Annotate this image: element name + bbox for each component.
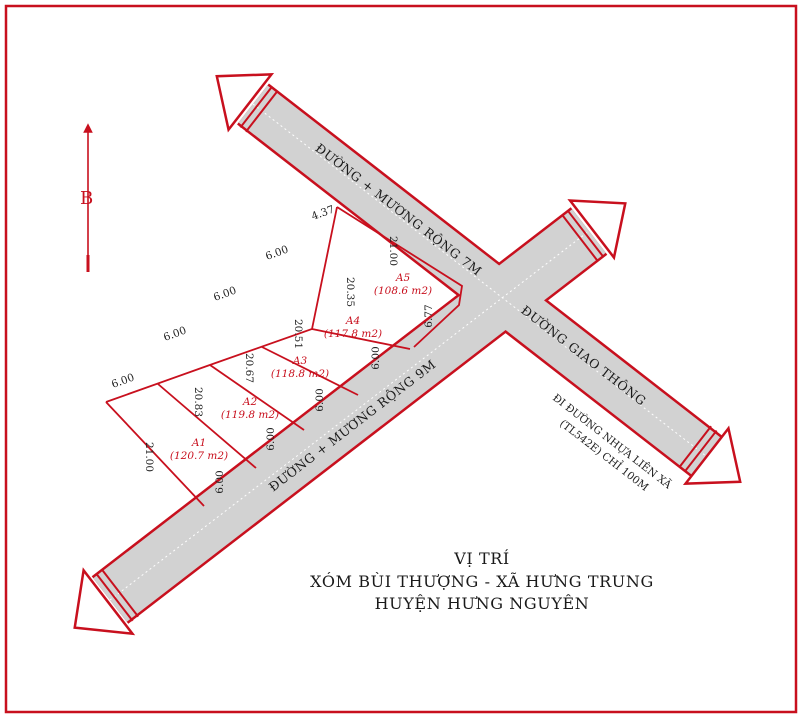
lot-a3-area: (118.8 m2) <box>271 368 329 380</box>
front-edge-dimension-1: 6.00 <box>214 470 226 493</box>
front-edge-dimension-4: 6.00 <box>370 346 382 369</box>
road-end-arrow-nw <box>215 73 279 133</box>
lot-a4-area: (117.8 m2) <box>324 328 382 340</box>
lot-a5-name: A5 <box>395 272 411 284</box>
lot-a4-name: A4 <box>345 315 360 327</box>
roads-fill <box>93 85 721 622</box>
road-end-arrow-ne <box>562 199 627 261</box>
road-end-arrow-sw <box>73 567 139 636</box>
top-edge-dimension-3: 6.00 <box>212 285 238 304</box>
lot-a2-area: (119.8 m2) <box>221 409 279 421</box>
road-end-arrow-se <box>678 425 742 485</box>
lot-a1-name: A1 <box>191 437 206 449</box>
page-border <box>4 4 798 714</box>
top-edge-dimension-4: 6.00 <box>264 244 290 263</box>
lot-a4-depth: 20.35 <box>344 277 356 307</box>
lot-boundaries <box>105 206 463 507</box>
lot-a3-depth: 20.51 <box>292 319 304 349</box>
lot-a2-name: A2 <box>242 396 258 408</box>
lot-a3-name: A3 <box>292 355 308 367</box>
top-edge-dimension-1: 6.00 <box>110 372 136 391</box>
front-edge-dimension-2: 6.00 <box>265 427 277 450</box>
title-line-2: XÓM BÙI THƯỢNG - XÃ HƯNG TRUNG <box>310 571 654 591</box>
lot-a2-depth: 20.67 <box>243 353 255 383</box>
title-line-3: HUYỆN HƯNG NGUYÊN <box>375 593 590 613</box>
title-line-1: VỊ TRÍ <box>453 548 510 568</box>
road-centerlines <box>109 103 707 601</box>
north-label: B <box>80 188 93 209</box>
lot-a1-depth: 20.83 <box>192 387 204 417</box>
lot-a5-area: (108.6 m2) <box>374 285 432 297</box>
right-side-dimension: 6.77 <box>423 304 435 327</box>
top-edge-dimension-5: 4.37 <box>310 204 336 223</box>
lot-a5-depth: 21.00 <box>387 236 399 266</box>
lot-a1-area: (120.7 m2) <box>170 450 228 462</box>
top-edge-dimension-2: 6.00 <box>162 325 188 344</box>
left-side-dimension: 21.00 <box>143 442 155 472</box>
front-edge-dimension-3: 6.00 <box>314 388 326 411</box>
